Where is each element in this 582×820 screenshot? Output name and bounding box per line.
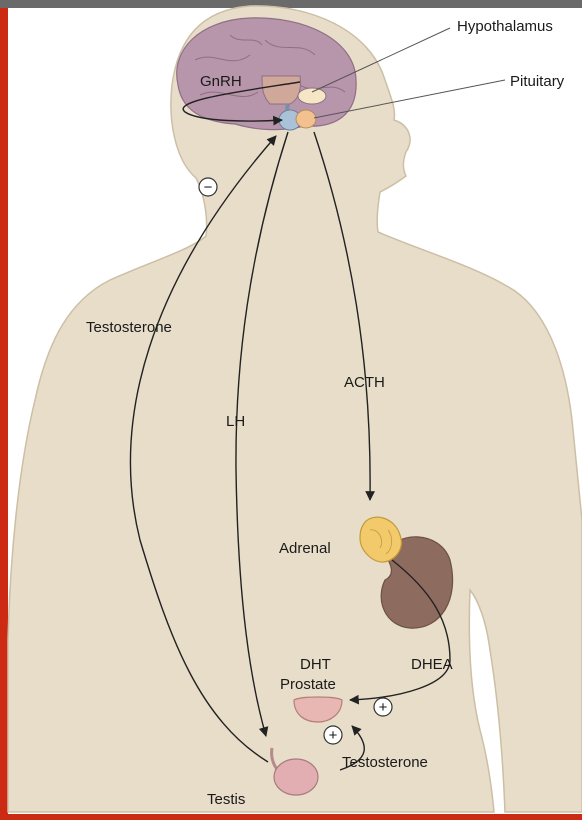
testosterone-local-label: Testosterone	[342, 754, 428, 771]
hypothalamus-label: Hypothalamus	[457, 18, 553, 35]
dhea-plus-sign: +	[374, 698, 392, 716]
dht-label: DHT	[300, 656, 331, 673]
hypothalamus-shape	[262, 76, 301, 104]
pituitary-label: Pituitary	[510, 73, 565, 90]
testis-shape	[274, 759, 318, 795]
lh-label: LH	[226, 413, 245, 430]
svg-text:−: −	[204, 179, 213, 196]
hypothalamus-nucleus	[298, 88, 326, 104]
top-strip	[0, 0, 582, 8]
adrenal-label: Adrenal	[279, 540, 331, 557]
testis-label: Testis	[207, 791, 245, 808]
prostate-label: Prostate	[280, 676, 336, 693]
acth-label: ACTH	[344, 374, 385, 391]
svg-text:+: +	[379, 699, 388, 716]
testosterone-feedback-label: Testosterone	[86, 319, 172, 336]
svg-text:+: +	[329, 727, 338, 744]
dhea-label: DHEA	[411, 656, 453, 673]
gnrh-label: GnRH	[200, 73, 242, 90]
pituitary-posterior	[296, 110, 316, 128]
negative-feedback-sign: −	[199, 178, 217, 196]
testosterone-plus-sign: +	[324, 726, 342, 744]
